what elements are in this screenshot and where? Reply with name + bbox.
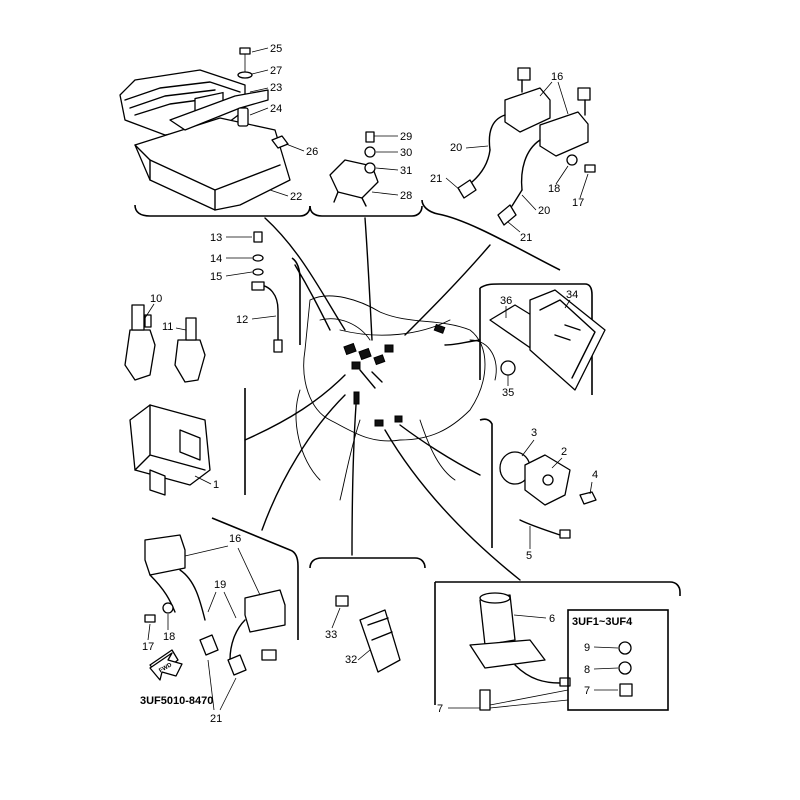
inset-label: 3UF1~3UF4 xyxy=(572,616,633,628)
callout-1: 1 xyxy=(213,479,219,491)
callout-4: 4 xyxy=(592,469,598,481)
catalog-code: 3UF5010-8470 xyxy=(140,695,213,707)
callout-17-top: 17 xyxy=(572,197,584,209)
callout-28: 28 xyxy=(400,190,412,202)
section-brackets xyxy=(134,199,681,705)
callout-35: 35 xyxy=(502,387,514,399)
motorcycle-frame-silhouette xyxy=(295,295,497,501)
callout-21-bottom: 21 xyxy=(210,713,222,725)
callout-17-bottom: 17 xyxy=(142,641,154,653)
callout-10: 10 xyxy=(150,293,162,305)
forward-arrow-icon: FWD xyxy=(149,652,183,681)
cover-plate-group xyxy=(489,289,606,391)
relay-group xyxy=(329,131,379,207)
callout-12: 12 xyxy=(236,314,248,326)
callout-33: 33 xyxy=(325,629,337,641)
callout-11: 11 xyxy=(162,321,173,333)
callout-22: 22 xyxy=(290,191,302,203)
callout-7-inset: 7 xyxy=(584,685,590,697)
callout-9: 9 xyxy=(584,642,590,654)
callout-23: 23 xyxy=(270,82,282,94)
callout-31: 31 xyxy=(400,165,412,177)
callout-8: 8 xyxy=(584,664,590,676)
callout-20-top-b: 20 xyxy=(538,205,550,217)
callout-21-top-b: 21 xyxy=(520,232,532,244)
callout-25: 25 xyxy=(270,43,282,55)
callout-6: 6 xyxy=(549,613,555,625)
reflector-group xyxy=(335,595,401,673)
cdi-unit-group xyxy=(119,47,291,211)
callout-34: 34 xyxy=(566,289,578,301)
callout-16-bottom: 16 xyxy=(229,533,241,545)
leader-lines xyxy=(244,217,521,581)
callout-19: 19 xyxy=(214,579,226,591)
callout-21-top-a: 21 xyxy=(430,173,442,185)
callout-7-main: 7 xyxy=(437,703,443,715)
callout-2: 2 xyxy=(561,446,567,458)
callout-26: 26 xyxy=(306,146,318,158)
callout-24: 24 xyxy=(270,103,282,115)
callout-32: 32 xyxy=(345,654,357,666)
callout-labels: 25 27 23 24 26 22 29 30 31 28 16 20 21 1… xyxy=(140,43,633,725)
callout-27: 27 xyxy=(270,65,282,77)
callout-5: 5 xyxy=(526,550,532,562)
callout-16-top: 16 xyxy=(551,71,563,83)
switch-group xyxy=(124,304,206,383)
callout-18-top: 18 xyxy=(548,183,560,195)
cdi-box-1 xyxy=(129,404,211,496)
callout-20-top-a: 20 xyxy=(450,142,462,154)
callout-14: 14 xyxy=(210,253,222,265)
callout-36: 36 xyxy=(500,295,512,307)
sensor-12-group xyxy=(251,231,283,353)
callout-18-bottom: 18 xyxy=(163,631,175,643)
callout-13: 13 xyxy=(210,232,222,244)
callout-30: 30 xyxy=(400,147,412,159)
ignition-coil-bottom-group xyxy=(144,534,286,676)
ignition-coil-top-group xyxy=(457,67,596,226)
pickup-coil-group xyxy=(499,451,597,539)
fuel-sender-group xyxy=(469,592,669,711)
callout-15: 15 xyxy=(210,271,222,283)
callout-3: 3 xyxy=(531,427,537,439)
callout-29: 29 xyxy=(400,131,412,143)
